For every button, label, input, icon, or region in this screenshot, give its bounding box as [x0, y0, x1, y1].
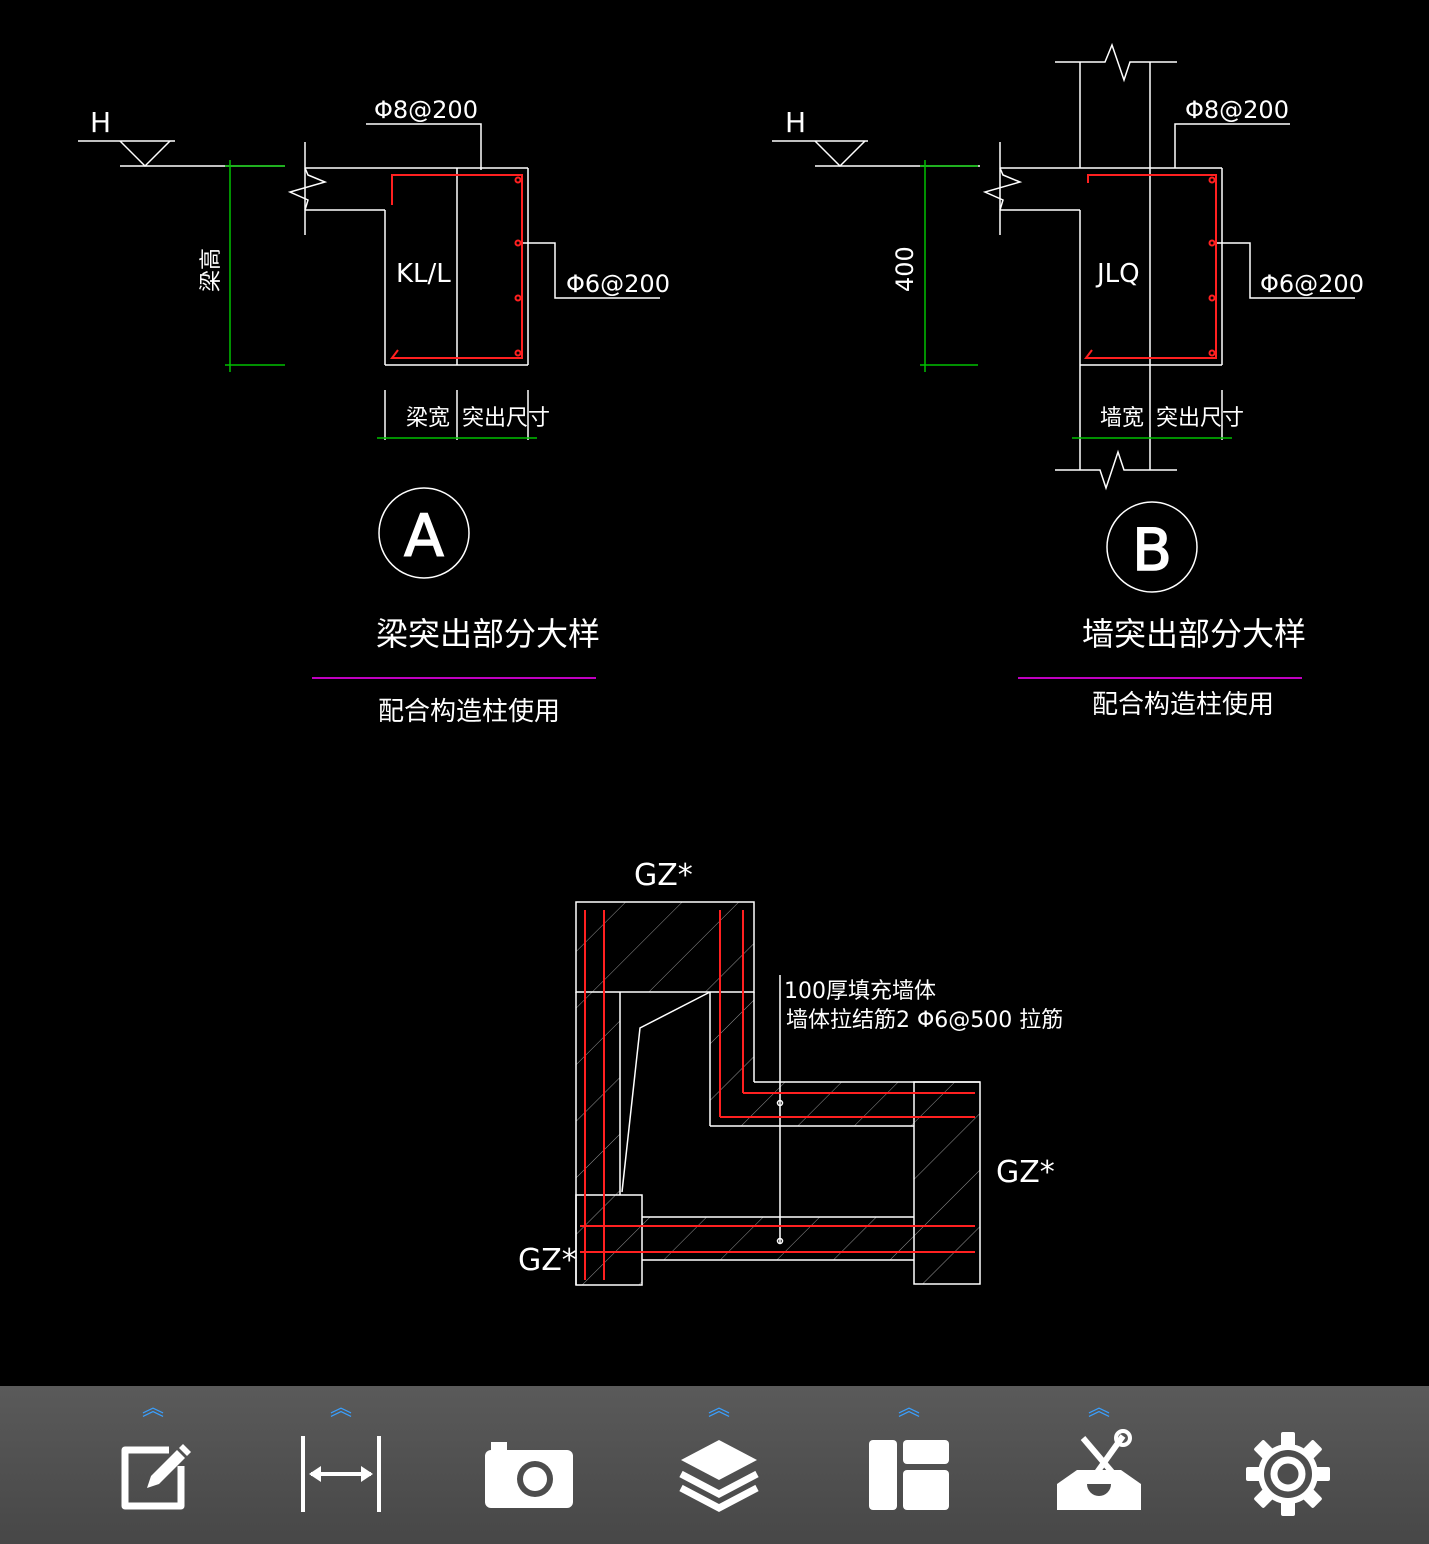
detail-a-section-label: KL/L — [396, 259, 451, 289]
detail-b-height-label: 400 — [891, 246, 919, 292]
detail-a-dimensions — [225, 160, 537, 439]
detail-a-dim-left: 梁宽 — [406, 406, 450, 431]
detail-b-note: 配合构造柱使用 — [1092, 690, 1274, 720]
detail-b-rebar — [1084, 174, 1217, 359]
bottom-toolbar: ︽ ︽ ︽ ︽ — [0, 1386, 1429, 1544]
plan-note-line2: 墙体拉结筋2 Φ6@500 拉筋 — [786, 1008, 1063, 1033]
plan-gz-left: GZ* — [518, 1243, 577, 1278]
measure-icon — [301, 1436, 381, 1512]
toolbox-tool-button[interactable]: ︽ — [1039, 1386, 1159, 1544]
plan-note-line1: 100厚填充墙体 — [784, 979, 936, 1004]
detail-a-height-label: 梁高 — [199, 248, 224, 292]
gear-icon — [1246, 1432, 1330, 1516]
layout-icon — [869, 1440, 949, 1510]
plan-gz-right: GZ* — [996, 1155, 1055, 1190]
measure-tool-button[interactable]: ︽ — [281, 1386, 401, 1544]
detail-b — [772, 42, 1355, 593]
detail-a-title: 梁突出部分大样 — [376, 615, 600, 653]
layers-tool-button[interactable]: ︽ — [659, 1386, 779, 1544]
detail-b-stirrup: Φ6@200 — [1260, 270, 1364, 298]
chevron-up-icon[interactable]: ︽ — [897, 1396, 920, 1421]
detail-a-top-rebar: Φ8@200 — [374, 96, 478, 124]
detail-b-title: 墙突出部分大样 — [1082, 615, 1306, 653]
layers-icon — [679, 1440, 759, 1512]
settings-button[interactable] — [1228, 1386, 1348, 1544]
chevron-up-icon[interactable]: ︽ — [329, 1396, 352, 1421]
detail-a — [78, 123, 660, 579]
detail-a-stirrup: Φ6@200 — [566, 270, 670, 298]
detail-a-note: 配合构造柱使用 — [378, 697, 560, 727]
edit-icon — [121, 1444, 191, 1510]
toolbox-icon — [1057, 1429, 1141, 1510]
chevron-up-icon[interactable]: ︽ — [707, 1396, 730, 1421]
detail-b-dim-left: 墙宽 — [1100, 406, 1144, 431]
chevron-up-icon[interactable]: ︽ — [141, 1396, 164, 1421]
layout-tool-button[interactable]: ︽ — [849, 1386, 969, 1544]
detail-b-circle-label: B — [1132, 516, 1172, 584]
chevron-up-icon[interactable]: ︽ — [1087, 1396, 1110, 1421]
plan-rebar — [580, 910, 975, 1280]
camera-icon — [485, 1442, 573, 1508]
camera-button[interactable] — [469, 1386, 589, 1544]
detail-b-top-rebar: Φ8@200 — [1185, 96, 1289, 124]
detail-a-dim-right: 突出尺寸 — [462, 406, 550, 431]
detail-b-elevation-mark: H — [785, 106, 806, 139]
plan-outline — [575, 901, 981, 1286]
detail-b-section-label: JLQ — [1095, 259, 1140, 289]
detail-a-circle-label: A — [404, 502, 444, 570]
detail-a-elevation-mark: H — [90, 106, 111, 139]
detail-b-dimensions — [920, 160, 1232, 439]
detail-b-dim-right: 突出尺寸 — [1156, 406, 1244, 431]
plan-gz-top: GZ* — [634, 858, 693, 893]
cad-drawing-canvas[interactable]: H Φ8@200 Φ6@200 KL/L 梁高 梁宽 突出尺寸 A 梁突出部分大… — [0, 0, 1429, 1386]
edit-tool-button[interactable]: ︽ — [93, 1386, 213, 1544]
detail-a-rebar — [390, 174, 523, 359]
